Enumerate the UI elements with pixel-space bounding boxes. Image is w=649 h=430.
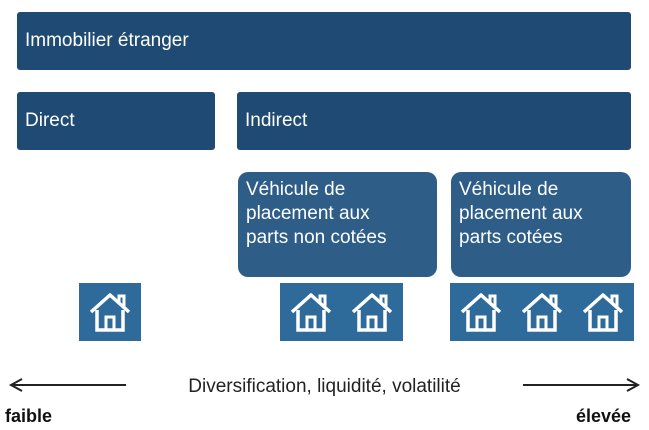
listed-vehicle-box: Véhicule de placement aux parts cotées [451, 172, 631, 277]
house-icon [450, 283, 512, 341]
axis-high-label: élevée [575, 406, 631, 426]
house-icon [572, 283, 634, 341]
foreign-real-estate-box: Immobilier étranger [17, 12, 631, 70]
indirect-box: Indirect [237, 92, 631, 150]
house-icon [511, 283, 573, 341]
direct-box: Direct [17, 92, 215, 150]
axis-label: Diversification, liquidité, volatilité [188, 376, 461, 397]
direct-label: Direct [25, 110, 75, 131]
non-listed-vehicle-label: Véhicule de placement aux parts non coté… [246, 179, 387, 248]
house-icon [280, 283, 342, 341]
axis-low-label: faible [5, 406, 53, 426]
house-icon [341, 283, 403, 341]
foreign-real-estate-label: Immobilier étranger [25, 30, 189, 51]
indirect-label: Indirect [245, 110, 308, 131]
left-arrow-icon [8, 378, 126, 392]
right-arrow-icon [523, 378, 641, 392]
listed-vehicle-label: Véhicule de placement aux parts cotées [459, 179, 583, 248]
non-listed-vehicle-box: Véhicule de placement aux parts non coté… [238, 172, 437, 277]
house-icon [79, 283, 141, 341]
